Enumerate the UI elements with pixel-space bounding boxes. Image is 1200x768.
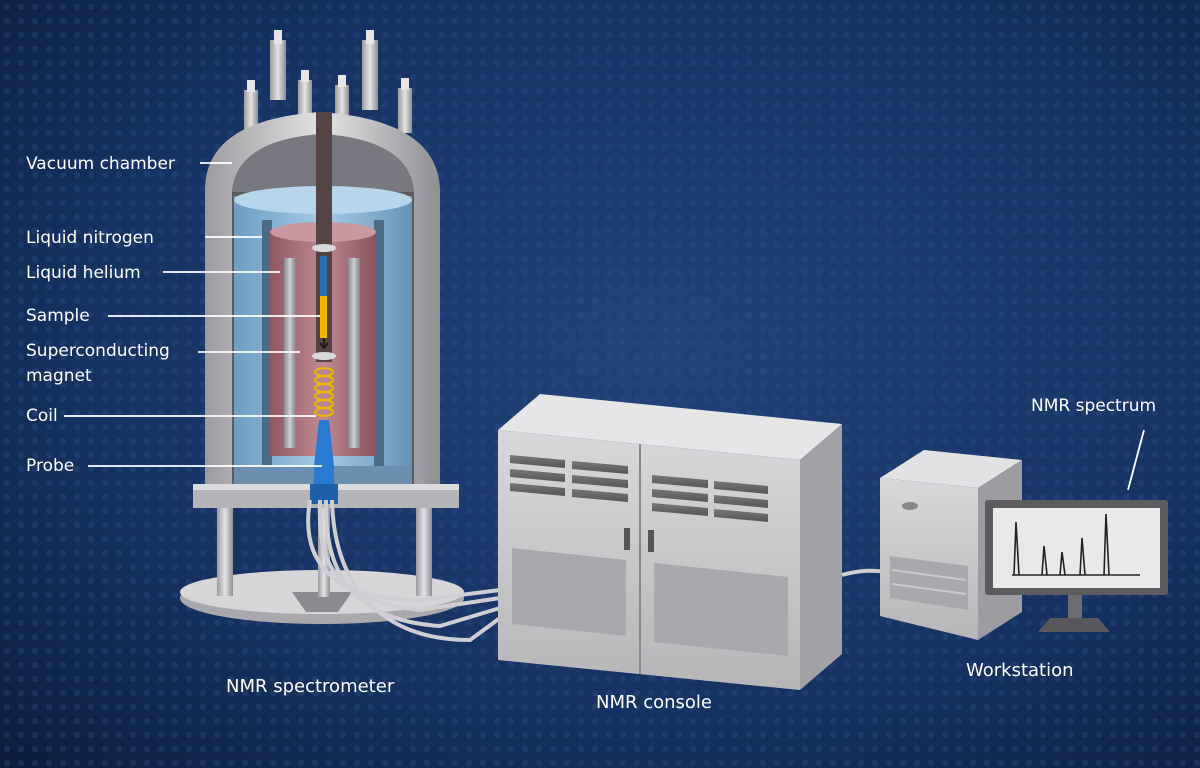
coil-icon <box>314 367 334 417</box>
label-sample: Sample <box>26 306 90 326</box>
spectrometer-icon <box>180 30 502 643</box>
leader-spectrum <box>1127 429 1145 491</box>
label-liquid-nitrogen: Liquid nitrogen <box>26 228 154 248</box>
label-nmr-spectrum: NMR spectrum <box>1031 396 1156 416</box>
console-icon <box>498 394 842 690</box>
caption-workstation: Workstation <box>966 660 1074 681</box>
label-superconducting-2: magnet <box>26 366 92 386</box>
label-superconducting-1: Superconducting <box>26 341 170 361</box>
caption-console: NMR console <box>596 692 712 713</box>
label-vacuum-chamber: Vacuum chamber <box>26 154 175 174</box>
sample-tube <box>320 296 327 338</box>
probe-body <box>314 420 334 500</box>
label-liquid-helium: Liquid helium <box>26 263 141 283</box>
label-probe: Probe <box>26 456 74 476</box>
caption-spectrometer: NMR spectrometer <box>226 676 395 697</box>
monitor-icon <box>985 500 1168 632</box>
label-coil: Coil <box>26 406 58 426</box>
spectrum-peaks-icon <box>1012 513 1140 576</box>
